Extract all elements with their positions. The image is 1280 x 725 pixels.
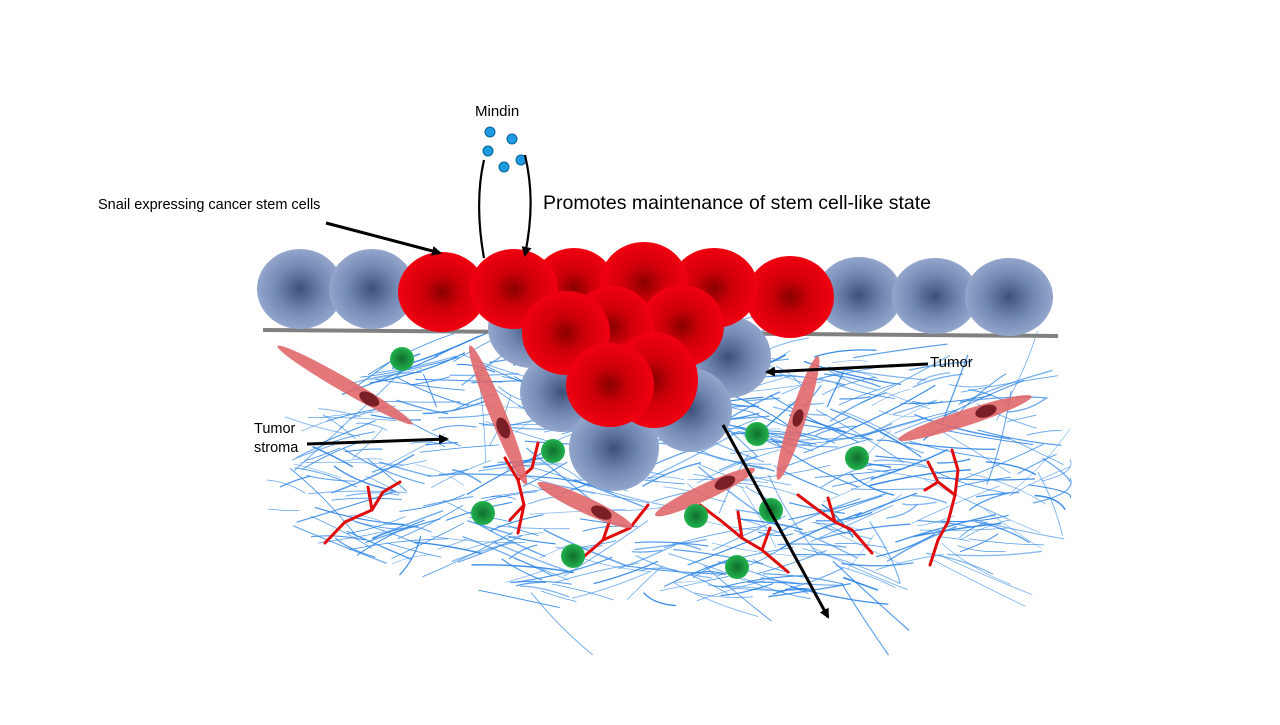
stroma-fiber (917, 373, 950, 384)
snail-arrow-icon (326, 223, 440, 253)
stroma-fiber (502, 559, 542, 580)
stroma-fiber (913, 496, 947, 503)
cancer-stem-cell (746, 256, 834, 338)
stroma-fiber (1038, 472, 1063, 535)
stroma-fiber (541, 591, 576, 602)
tumor-stroma-label: Tumor stroma (254, 420, 324, 458)
stroma-fiber (644, 593, 677, 606)
stroma-fiber (1041, 459, 1071, 481)
stroma-fiber (766, 338, 809, 351)
stroma-fiber (887, 527, 957, 562)
stroma-fiber (294, 464, 341, 478)
stroma-fiber (851, 489, 927, 490)
stroma-fiber (479, 590, 560, 607)
stroma-fiber (902, 502, 936, 505)
stroma-fiber (870, 522, 900, 583)
stroma-fiber (932, 559, 1025, 606)
immune-cell (845, 446, 869, 470)
stroma-fiber (674, 583, 758, 617)
stroma-fiber (833, 561, 909, 630)
stroma-fiber (822, 377, 876, 395)
stroma-fiber (531, 593, 593, 655)
immune-cell (561, 544, 585, 568)
stroma-fiber (494, 542, 572, 572)
immune-cell (471, 501, 495, 525)
stroma-fiber (632, 550, 662, 552)
stroma-fiber (410, 377, 450, 385)
mindin-particle-icon (483, 146, 493, 156)
mindin-particles (483, 127, 526, 172)
mindin-particle-icon (485, 127, 495, 137)
stroma-fiber (311, 516, 372, 548)
stroma-fiber (423, 497, 473, 507)
stroma-fiber (647, 477, 684, 480)
stroma-fiber (572, 571, 652, 598)
mindin-feedback-arrow-icon (525, 155, 531, 255)
stroma-fiber (268, 509, 299, 510)
stroma-fiber (414, 542, 482, 553)
promotes-label: Promotes maintenance of stem cell-like s… (543, 192, 931, 215)
immune-cell (725, 555, 749, 579)
mindin-uptake-line (479, 160, 484, 258)
stroma-fiber (942, 543, 1011, 584)
mindin-particle-icon (499, 162, 509, 172)
fibroblast (770, 354, 825, 483)
stroma-fiber (399, 494, 464, 511)
immune-cell (745, 422, 769, 446)
stroma-fiber (958, 546, 1006, 552)
stroma-fiber (960, 534, 998, 552)
stroma-fiber (1043, 458, 1071, 482)
stroma-fiber (345, 449, 383, 452)
stroma-fiber (1027, 431, 1062, 436)
stroma-fiber (520, 586, 569, 597)
stroma-fiber (332, 498, 402, 500)
stroma-fiber (842, 583, 889, 655)
stroma-fiber (827, 373, 843, 408)
stroma-fiber (321, 410, 423, 417)
stroma-fiber (949, 385, 988, 387)
stroma-fiber (939, 555, 1033, 595)
stroma-fiber (497, 526, 570, 529)
mindin-label: Mindin (475, 103, 519, 120)
normal-cell (965, 258, 1053, 336)
stroma-fiber (833, 361, 868, 363)
stroma-fiber (697, 519, 776, 531)
immune-cell (684, 504, 708, 528)
stroma-fiber (423, 401, 487, 414)
stroma-fiber (346, 493, 399, 496)
stroma-fiber (433, 426, 477, 431)
cancer-stem-cell (566, 343, 654, 427)
stroma-fiber (636, 555, 713, 578)
tumor-stroma-label-line1: Tumor (254, 420, 324, 439)
stroma-fiber (926, 553, 993, 574)
stroma-fiber (1007, 415, 1037, 422)
tumor-label: Tumor (930, 354, 973, 371)
stroma-fiber (516, 582, 546, 586)
stroma-fiber (885, 392, 931, 409)
stroma-fiber (267, 480, 306, 493)
stroma-fiber (877, 440, 910, 448)
stroma-fiber (1035, 496, 1066, 510)
immune-cell (390, 347, 414, 371)
tumor-stroma-label-line2: stroma (254, 439, 324, 458)
immune-cell (541, 439, 565, 463)
mindin-particle-icon (507, 134, 517, 144)
stroma-fiber (836, 384, 895, 399)
stroma-fiber (1012, 429, 1070, 492)
stroma-fiber (334, 466, 394, 491)
snail-stem-cells-label: Snail expressing cancer stem cells (98, 197, 320, 213)
